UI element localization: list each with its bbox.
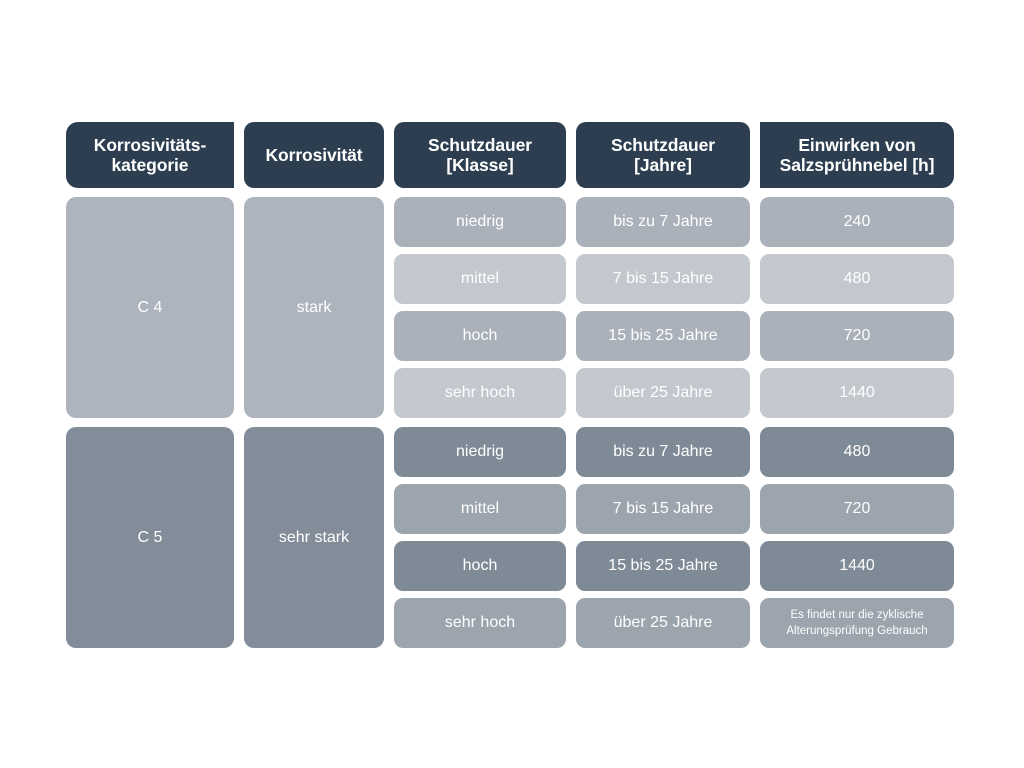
table-cell: hoch — [394, 311, 566, 361]
category-cell-c4: C 4 — [66, 197, 234, 418]
table-cell: 720 — [760, 311, 954, 361]
column-jahre-c4: bis zu 7 Jahre 7 bis 15 Jahre 15 bis 25 … — [576, 197, 750, 418]
table-cell: 720 — [760, 484, 954, 534]
column-header-salzspruehnebel: Einwirken von Salzsprühnebel [h] — [760, 122, 954, 188]
table-cell: 1440 — [760, 541, 954, 591]
table-cell: hoch — [394, 541, 566, 591]
table-cell: 480 — [760, 427, 954, 477]
table-cell: 7 bis 15 Jahre — [576, 254, 750, 304]
table-cell: mittel — [394, 484, 566, 534]
column-jahre-c5: bis zu 7 Jahre 7 bis 15 Jahre 15 bis 25 … — [576, 427, 750, 648]
table-cell: 480 — [760, 254, 954, 304]
table-header-row: Korrosivitäts- kategorie Korrosivität Sc… — [66, 122, 958, 188]
corrosivity-cell-c4: stark — [244, 197, 384, 418]
table-cell: 240 — [760, 197, 954, 247]
table-group-c4: C 4 stark niedrig mittel hoch sehr hoch … — [66, 197, 958, 418]
table-cell: sehr hoch — [394, 598, 566, 648]
category-cell-c5: C 5 — [66, 427, 234, 648]
column-salzspruehnebel-c5: 480 720 1440 Es findet nur die zyklische… — [760, 427, 954, 648]
table-cell: bis zu 7 Jahre — [576, 197, 750, 247]
table-cell: über 25 Jahre — [576, 368, 750, 418]
table-cell: 15 bis 25 Jahre — [576, 311, 750, 361]
table-cell: niedrig — [394, 427, 566, 477]
column-salzspruehnebel-c4: 240 480 720 1440 — [760, 197, 954, 418]
column-klasse-c5: niedrig mittel hoch sehr hoch — [394, 427, 566, 648]
table-cell: 1440 — [760, 368, 954, 418]
table-cell: 7 bis 15 Jahre — [576, 484, 750, 534]
corrosivity-cell-c5: sehr stark — [244, 427, 384, 648]
column-header-schutzdauer-klasse: Schutzdauer [Klasse] — [394, 122, 566, 188]
table-cell: mittel — [394, 254, 566, 304]
table-cell: niedrig — [394, 197, 566, 247]
column-header-korrosivitaetskategorie: Korrosivitäts- kategorie — [66, 122, 234, 188]
table-cell: bis zu 7 Jahre — [576, 427, 750, 477]
table-group-c5: C 5 sehr stark niedrig mittel hoch sehr … — [66, 427, 958, 648]
column-header-schutzdauer-jahre: Schutzdauer [Jahre] — [576, 122, 750, 188]
column-klasse-c4: niedrig mittel hoch sehr hoch — [394, 197, 566, 418]
table-cell: 15 bis 25 Jahre — [576, 541, 750, 591]
corrosivity-table: Korrosivitäts- kategorie Korrosivität Sc… — [66, 122, 958, 648]
table-cell: über 25 Jahre — [576, 598, 750, 648]
table-cell: sehr hoch — [394, 368, 566, 418]
table-cell-note: Es findet nur die zyklische Alterungsprü… — [760, 598, 954, 648]
column-header-korrosivitaet: Korrosivität — [244, 122, 384, 188]
